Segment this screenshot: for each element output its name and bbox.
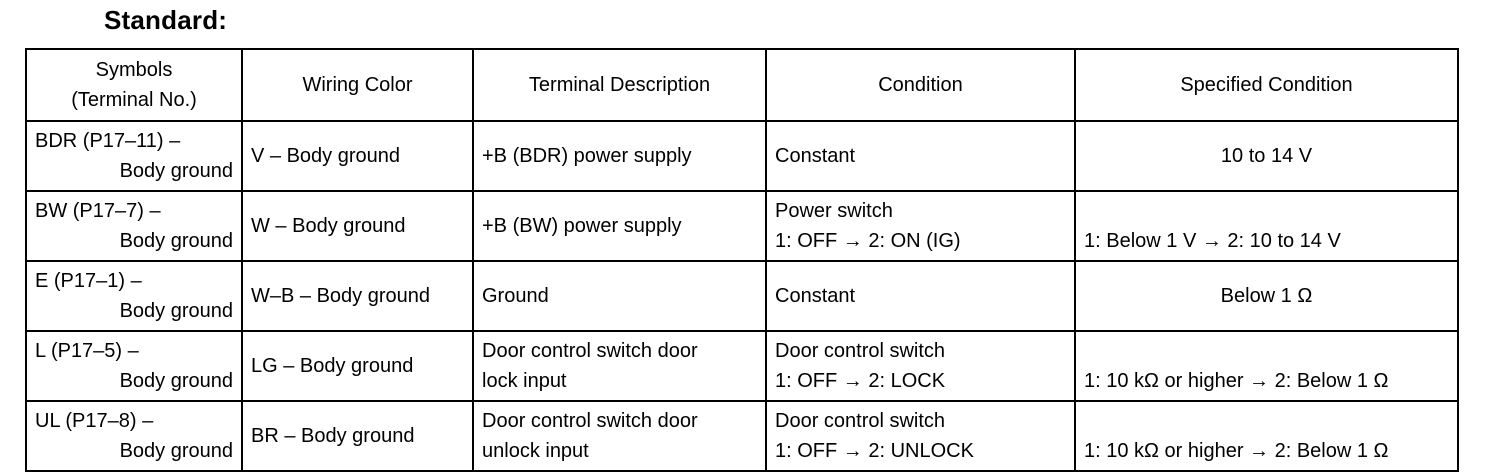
symbol-ground: Body ground bbox=[119, 160, 233, 182]
cell-symbol: BW (P17–7) – Body ground bbox=[25, 190, 243, 262]
cell-wiring-color: W – Body ground bbox=[241, 190, 474, 262]
cell-specified-condition: 1: 10 kΩ or higher → 2: Below 1 Ω bbox=[1074, 330, 1459, 402]
cell-wiring-color: W–B – Body ground bbox=[241, 260, 474, 332]
cell-wiring-color: V – Body ground bbox=[241, 120, 474, 192]
cell-symbol: UL (P17–8) – Body ground bbox=[25, 400, 243, 472]
cell-symbol: L (P17–5) – Body ground bbox=[25, 330, 243, 402]
symbol-ground: Body ground bbox=[119, 440, 233, 462]
symbol-ground: Body ground bbox=[119, 370, 233, 392]
symbol-ground: Body ground bbox=[119, 230, 233, 252]
cell-symbol: E (P17–1) – Body ground bbox=[25, 260, 243, 332]
cell-terminal-description: Ground bbox=[472, 260, 767, 332]
symbol-terminal: BDR (P17–11) – bbox=[35, 130, 181, 152]
condition-line2: 1: OFF → 2: ON (IG) bbox=[775, 230, 961, 252]
cell-terminal-description: +B (BDR) power supply bbox=[472, 120, 767, 192]
cell-specified-condition: Below 1 Ω bbox=[1074, 260, 1459, 332]
cell-condition: Door control switch 1: OFF → 2: LOCK bbox=[765, 330, 1076, 402]
table-row: UL (P17–8) – Body ground BR – Body groun… bbox=[25, 400, 1459, 472]
header-symbols-line2: (Terminal No.) bbox=[71, 89, 197, 111]
table-row: E (P17–1) – Body ground W–B – Body groun… bbox=[25, 260, 1459, 332]
table-row: L (P17–5) – Body ground LG – Body ground… bbox=[25, 330, 1459, 402]
symbol-terminal: BW (P17–7) – bbox=[35, 200, 161, 222]
symbol-terminal: UL (P17–8) – bbox=[35, 410, 154, 432]
symbol-terminal: E (P17–1) – bbox=[35, 270, 142, 292]
cell-condition: Constant bbox=[765, 120, 1076, 192]
cell-specified-condition: 1: 10 kΩ or higher → 2: Below 1 Ω bbox=[1074, 400, 1459, 472]
condition-line2: 1: OFF → 2: UNLOCK bbox=[775, 440, 974, 462]
cell-wiring-color: BR – Body ground bbox=[241, 400, 474, 472]
header-symbols-line1: Symbols bbox=[95, 59, 173, 81]
condition-line1: Door control switch bbox=[775, 340, 946, 362]
header-symbols: Symbols (Terminal No.) bbox=[25, 48, 243, 122]
cell-condition: Power switch 1: OFF → 2: ON (IG) bbox=[765, 190, 1076, 262]
cell-condition: Constant bbox=[765, 260, 1076, 332]
description-line2: unlock input bbox=[482, 440, 589, 462]
cell-terminal-description: Door control switch door lock input bbox=[472, 330, 767, 402]
cell-terminal-description: Door control switch door unlock input bbox=[472, 400, 767, 472]
symbol-ground: Body ground bbox=[119, 300, 233, 322]
cell-condition: Door control switch 1: OFF → 2: UNLOCK bbox=[765, 400, 1076, 472]
header-row: Symbols (Terminal No.) Wiring Color Term… bbox=[25, 48, 1459, 122]
header-wiring-color: Wiring Color bbox=[241, 48, 474, 122]
condition-line1: Power switch bbox=[775, 200, 893, 222]
description-line2: lock input bbox=[482, 370, 567, 392]
table-row: BW (P17–7) – Body ground W – Body ground… bbox=[25, 190, 1459, 262]
header-terminal-description: Terminal Description bbox=[472, 48, 767, 122]
header-specified-condition: Specified Condition bbox=[1074, 48, 1459, 122]
description-line1: Door control switch door bbox=[482, 410, 698, 432]
cell-wiring-color: LG – Body ground bbox=[241, 330, 474, 402]
cell-specified-condition: 10 to 14 V bbox=[1074, 120, 1459, 192]
description-line1: Door control switch door bbox=[482, 340, 698, 362]
cell-specified-condition: 1: Below 1 V → 2: 10 to 14 V bbox=[1074, 190, 1459, 262]
terminal-spec-table: Symbols (Terminal No.) Wiring Color Term… bbox=[25, 48, 1459, 472]
cell-symbol: BDR (P17–11) – Body ground bbox=[25, 120, 243, 192]
cell-terminal-description: +B (BW) power supply bbox=[472, 190, 767, 262]
table-row: BDR (P17–11) – Body ground V – Body grou… bbox=[25, 120, 1459, 192]
condition-line1: Door control switch bbox=[775, 410, 946, 432]
symbol-terminal: L (P17–5) – bbox=[35, 340, 139, 362]
page-heading: Standard: bbox=[104, 5, 228, 35]
condition-line2: 1: OFF → 2: LOCK bbox=[775, 370, 946, 392]
header-condition: Condition bbox=[765, 48, 1076, 122]
